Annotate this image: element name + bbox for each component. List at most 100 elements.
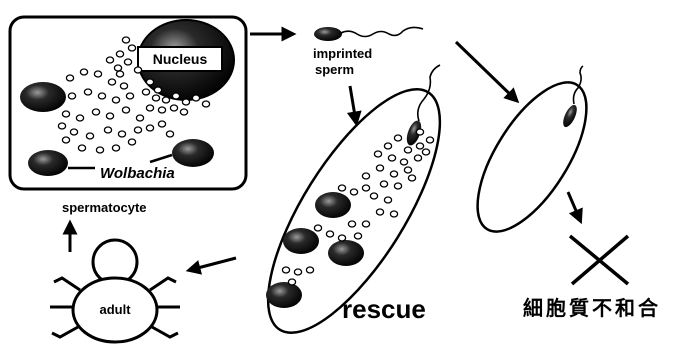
small-bacterium	[146, 125, 153, 131]
small-bacterium	[414, 155, 421, 161]
small-bacterium	[154, 87, 161, 93]
small-bacterium	[400, 159, 407, 165]
small-bacterium	[96, 147, 103, 153]
small-bacterium	[108, 79, 115, 85]
small-bacterium	[282, 267, 289, 273]
small-bacterium	[384, 197, 391, 203]
cross-icon	[570, 236, 628, 284]
small-bacterium	[120, 83, 127, 89]
small-bacterium	[126, 93, 133, 99]
small-bacterium	[288, 279, 295, 285]
small-bacterium	[416, 143, 423, 149]
small-bacterium	[76, 115, 83, 121]
uninfected-egg	[456, 66, 607, 248]
wolbachia-bacterium	[328, 240, 364, 266]
small-bacterium	[348, 221, 355, 227]
small-bacterium	[162, 97, 169, 103]
wolbachia-bacterium	[28, 150, 68, 176]
small-bacterium	[142, 89, 149, 95]
small-bacterium	[66, 75, 73, 81]
small-bacterium	[362, 185, 369, 191]
wolbachia-bacterium	[172, 139, 214, 167]
wolbachia-bacterium	[283, 228, 319, 254]
small-bacterium	[170, 105, 177, 111]
small-bacterium	[192, 95, 199, 101]
small-bacterium	[84, 89, 91, 95]
small-bacterium	[388, 155, 395, 161]
arrow-to-rescue-egg	[350, 86, 356, 122]
small-bacterium	[128, 45, 135, 51]
small-bacterium	[80, 69, 87, 75]
small-bacterium	[384, 143, 391, 149]
small-bacterium	[62, 137, 69, 143]
small-bacterium	[354, 233, 361, 239]
small-bacterium	[426, 137, 433, 143]
small-bacterium	[122, 107, 129, 113]
small-bacterium	[376, 165, 383, 171]
small-bacterium	[172, 93, 179, 99]
small-bacterium	[116, 71, 123, 77]
small-bacterium	[166, 131, 173, 137]
adult-label: adult	[99, 302, 131, 317]
small-bacterium	[146, 79, 153, 85]
small-bacterium	[122, 37, 129, 43]
small-bacterium	[326, 231, 333, 237]
small-bacterium	[98, 93, 105, 99]
small-bacterium	[116, 51, 123, 57]
small-bacterium	[92, 109, 99, 115]
spermatocyte-cell: Nucleus Wolbachia	[10, 17, 246, 189]
small-bacterium	[202, 101, 209, 107]
small-bacterium	[128, 139, 135, 145]
small-bacterium	[136, 115, 143, 121]
small-bacterium	[78, 145, 85, 151]
wolbachia-label: Wolbachia	[100, 165, 175, 182]
small-bacterium	[404, 167, 411, 173]
small-bacterium	[182, 99, 189, 105]
small-bacterium	[338, 235, 345, 241]
arrow-to-incompatible-egg	[456, 42, 516, 100]
incompatibility-label: 細胞質不和合	[523, 296, 661, 320]
wolbachia-bacterium	[315, 192, 351, 218]
small-bacterium	[294, 269, 301, 275]
small-bacterium	[112, 97, 119, 103]
arrow-to-incompatibility	[568, 192, 580, 220]
small-bacterium	[158, 121, 165, 127]
wolbachia-bacterium	[20, 82, 66, 112]
rescue-label: rescue	[342, 294, 426, 324]
small-bacterium	[152, 95, 159, 101]
imprinted-sperm-label-line2: sperm	[315, 62, 354, 77]
small-bacterium	[118, 131, 125, 137]
small-bacterium	[314, 225, 321, 231]
small-bacterium	[404, 147, 411, 153]
small-bacterium	[390, 211, 397, 217]
small-bacterium	[362, 221, 369, 227]
adult-insect-icon	[50, 240, 180, 342]
small-bacterium	[146, 105, 153, 111]
small-bacterium	[114, 65, 121, 71]
small-bacterium	[134, 127, 141, 133]
small-bacterium	[338, 185, 345, 191]
small-bacterium	[104, 127, 111, 133]
small-bacterium	[124, 59, 131, 65]
small-bacterium	[376, 209, 383, 215]
nucleus-label: Nucleus	[153, 51, 208, 67]
small-bacterium	[374, 151, 381, 157]
small-bacterium	[394, 135, 401, 141]
small-bacterium	[180, 109, 187, 115]
small-bacterium	[158, 107, 165, 113]
small-bacterium	[62, 111, 69, 117]
small-bacterium	[70, 129, 77, 135]
small-bacterium	[134, 67, 141, 73]
small-bacterium	[394, 183, 401, 189]
wolbachia-bacterium	[266, 282, 302, 308]
spermatocyte-label: spermatocyte	[62, 200, 147, 215]
small-bacterium	[112, 145, 119, 151]
small-bacterium	[306, 267, 313, 273]
small-bacterium	[106, 57, 113, 63]
imprinted-sperm	[314, 27, 423, 41]
small-bacterium	[422, 149, 429, 155]
small-bacterium	[370, 193, 377, 199]
small-bacterium	[380, 181, 387, 187]
arrow-to-adult	[190, 258, 236, 270]
